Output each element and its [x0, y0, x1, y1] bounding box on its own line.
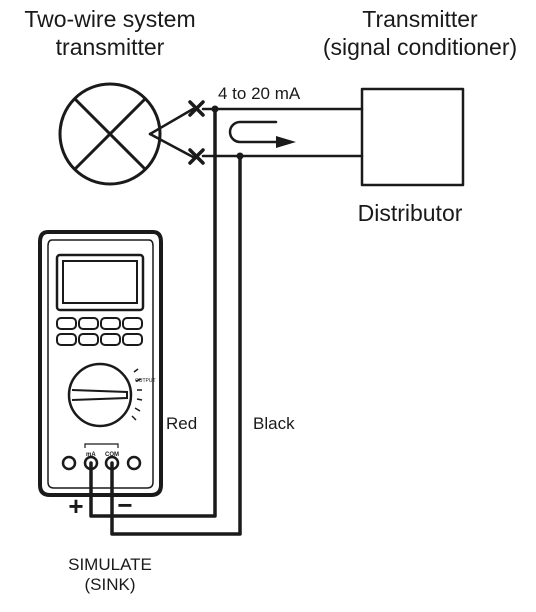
simulate-label-line2: (SINK) — [84, 575, 136, 595]
meter-jack-bracket — [84, 443, 119, 448]
meter-dial-pointer — [71, 389, 128, 401]
meter-body — [38, 230, 163, 497]
meter-rotary-dial — [67, 362, 133, 428]
terminal-cross-top — [188, 100, 205, 117]
plus-sign: + — [68, 491, 84, 521]
multimeter — [38, 230, 163, 497]
transmitter-label-line2: (signal conditioner) — [322, 33, 518, 60]
transmitter-symbol — [58, 82, 195, 186]
meter-ma-marking: mA — [86, 452, 96, 458]
current-arrow — [228, 120, 290, 144]
meter-com-marking: COM — [105, 452, 119, 458]
meter-dial-ticks — [131, 368, 143, 421]
minus-sign: − — [117, 490, 133, 520]
terminal-cross-bottom — [188, 148, 205, 165]
current-arrow-head — [276, 136, 296, 148]
simulate-sink-label: SIMULATE (SINK) — [40, 555, 180, 596]
simulate-label-line1: SIMULATE — [68, 555, 152, 574]
transmitter-label-line1: Transmitter — [362, 6, 478, 32]
black-lead-label: Black — [253, 414, 295, 433]
meter-display-frame — [55, 253, 145, 312]
two-wire-label-line2: transmitter — [55, 33, 165, 60]
red-lead — [89, 107, 217, 518]
transmitter-label: Transmitter (signal conditioner) — [304, 6, 536, 61]
meter-display-screen — [62, 260, 138, 304]
junction-dot-red — [211, 105, 219, 113]
red-lead-label: Red — [166, 414, 198, 433]
black-lead — [110, 154, 242, 536]
distributor-label: Distributor — [357, 200, 463, 226]
two-wire-transmitter-label: Two-wire system transmitter — [0, 6, 220, 61]
meter-input-jacks — [61, 455, 142, 471]
meter-inner-edge — [47, 239, 154, 489]
meter-buttons-row-2 — [56, 333, 143, 346]
meter-buttons-row-1 — [56, 317, 143, 330]
distributor-box — [360, 87, 465, 187]
junction-dot-black — [236, 152, 244, 160]
two-wire-label-line1: Two-wire system — [24, 6, 196, 32]
current-range-label: 4 to 20 mA — [218, 84, 301, 103]
meter-output-marking: OUTPUT — [135, 378, 156, 384]
